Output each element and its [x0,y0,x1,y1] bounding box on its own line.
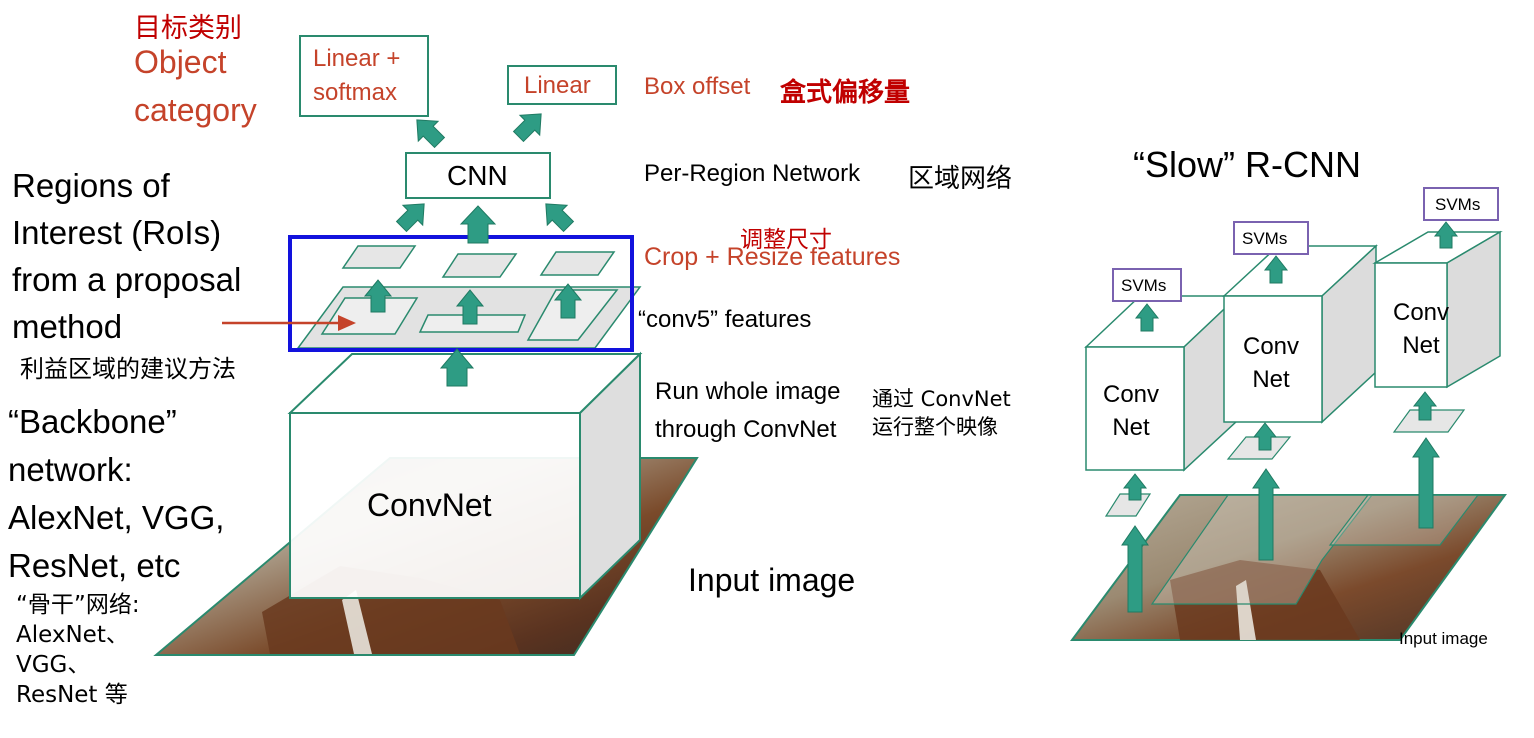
linear-box [507,65,617,105]
r-arrow-image-to-tile1 [1121,525,1149,613]
right-horse-blaze [1236,580,1256,640]
regions-of-interest-label: Regions of Interest (RoIs) from a propos… [12,167,242,345]
r-arrow-cube2-to-svm2 [1263,255,1289,284]
convnet-cube-3-front [1374,262,1448,388]
convnet-box-front [289,412,581,599]
convnet-cube-2-front [1223,295,1323,423]
crop-tile-3 [1392,409,1466,433]
crop-resize-zh: 调整尺寸 [740,227,832,253]
crop-resize-highlight [288,235,634,352]
linear-softmax-box [299,35,429,117]
box-offset-label: Box offset [644,73,751,100]
r-arrow-tile2-to-cube2 [1252,422,1278,451]
per-region-network-label: Per-Region Network [644,160,861,187]
linear-softmax-label: Linear + softmax [313,45,401,106]
svm-label-2: SVMs [1242,229,1288,248]
box-offset-zh: 盒式偏移量 [780,78,911,108]
r-arrow-tile1-to-cube1 [1122,473,1148,501]
convnet-cube-3-label: Conv Net [1393,299,1450,359]
arrow-cnn-to-linear [512,113,542,143]
run-whole-image-zh: 通过 ConvNet 运行整个映像 [872,387,1011,439]
resized-feature-3 [539,251,616,276]
backbone-zh: “骨干”网络: AlexNet、 VGG、 ResNet 等 [16,592,140,708]
backbone-label: “Backbone” network: AlexNet, VGG, ResNet… [8,403,225,584]
arrow-feature2-to-cnn [459,205,497,244]
slow-rcnn-title: “Slow” R-CNN [1133,144,1361,185]
arrow-roi3-up [553,283,583,319]
arrow-backbone-to-conv5 [439,348,475,387]
svm-label-3: SVMs [1435,195,1481,214]
convnet-cube-2-label: Conv Net [1243,333,1300,393]
crop-resize-label: Crop + Resize features [644,243,901,271]
cnn-label: CNN [447,160,508,191]
resized-feature-1 [341,245,417,269]
arrow-feature3-to-cnn [545,203,575,233]
r-arrow-cube1-to-svm1 [1134,303,1160,332]
r-arrow-tile3-to-cube3 [1412,391,1438,421]
arrow-roi2-up [455,289,485,325]
conv5-features-label: “conv5” features [638,306,812,333]
arrow-roi1-up [363,279,393,313]
r-arrow-cube3-to-svm3 [1433,221,1459,249]
svm-box-3 [1423,187,1499,221]
right-region-2 [1328,494,1480,546]
run-whole-image-label: Run whole image through ConvNet [655,378,841,443]
resized-feature-2 [441,253,518,278]
horse-blaze-shape [342,590,372,654]
regions-of-interest-zh: 利益区域的建议方法 [20,355,236,383]
arrow-feature1-to-cnn [395,203,425,233]
convnet-cube-1-front [1085,346,1185,471]
convnet-label: ConvNet [367,487,492,523]
right-input-image-label: Input image [1399,629,1488,648]
input-image-label: Input image [688,562,856,598]
r-arrow-image-to-tile3 [1412,437,1440,529]
svm-label-1: SVMs [1121,276,1167,295]
crop-tile-1 [1104,493,1152,517]
per-region-network-zh: 区域网络 [908,164,1013,194]
linear-label: Linear [524,72,591,99]
object-category-label: Object category [134,44,257,128]
svm-box-2 [1233,221,1309,255]
cnn-box [405,152,551,199]
r-arrow-image-to-tile2 [1252,468,1280,561]
object-category-zh: 目标类别 [134,13,242,44]
convnet-cube-1-label: Conv Net [1103,381,1160,441]
svm-box-1 [1112,268,1182,302]
right-horse-shape [1170,560,1360,640]
roi-pointer-head [338,315,356,331]
arrow-cnn-to-softmax [416,119,446,149]
